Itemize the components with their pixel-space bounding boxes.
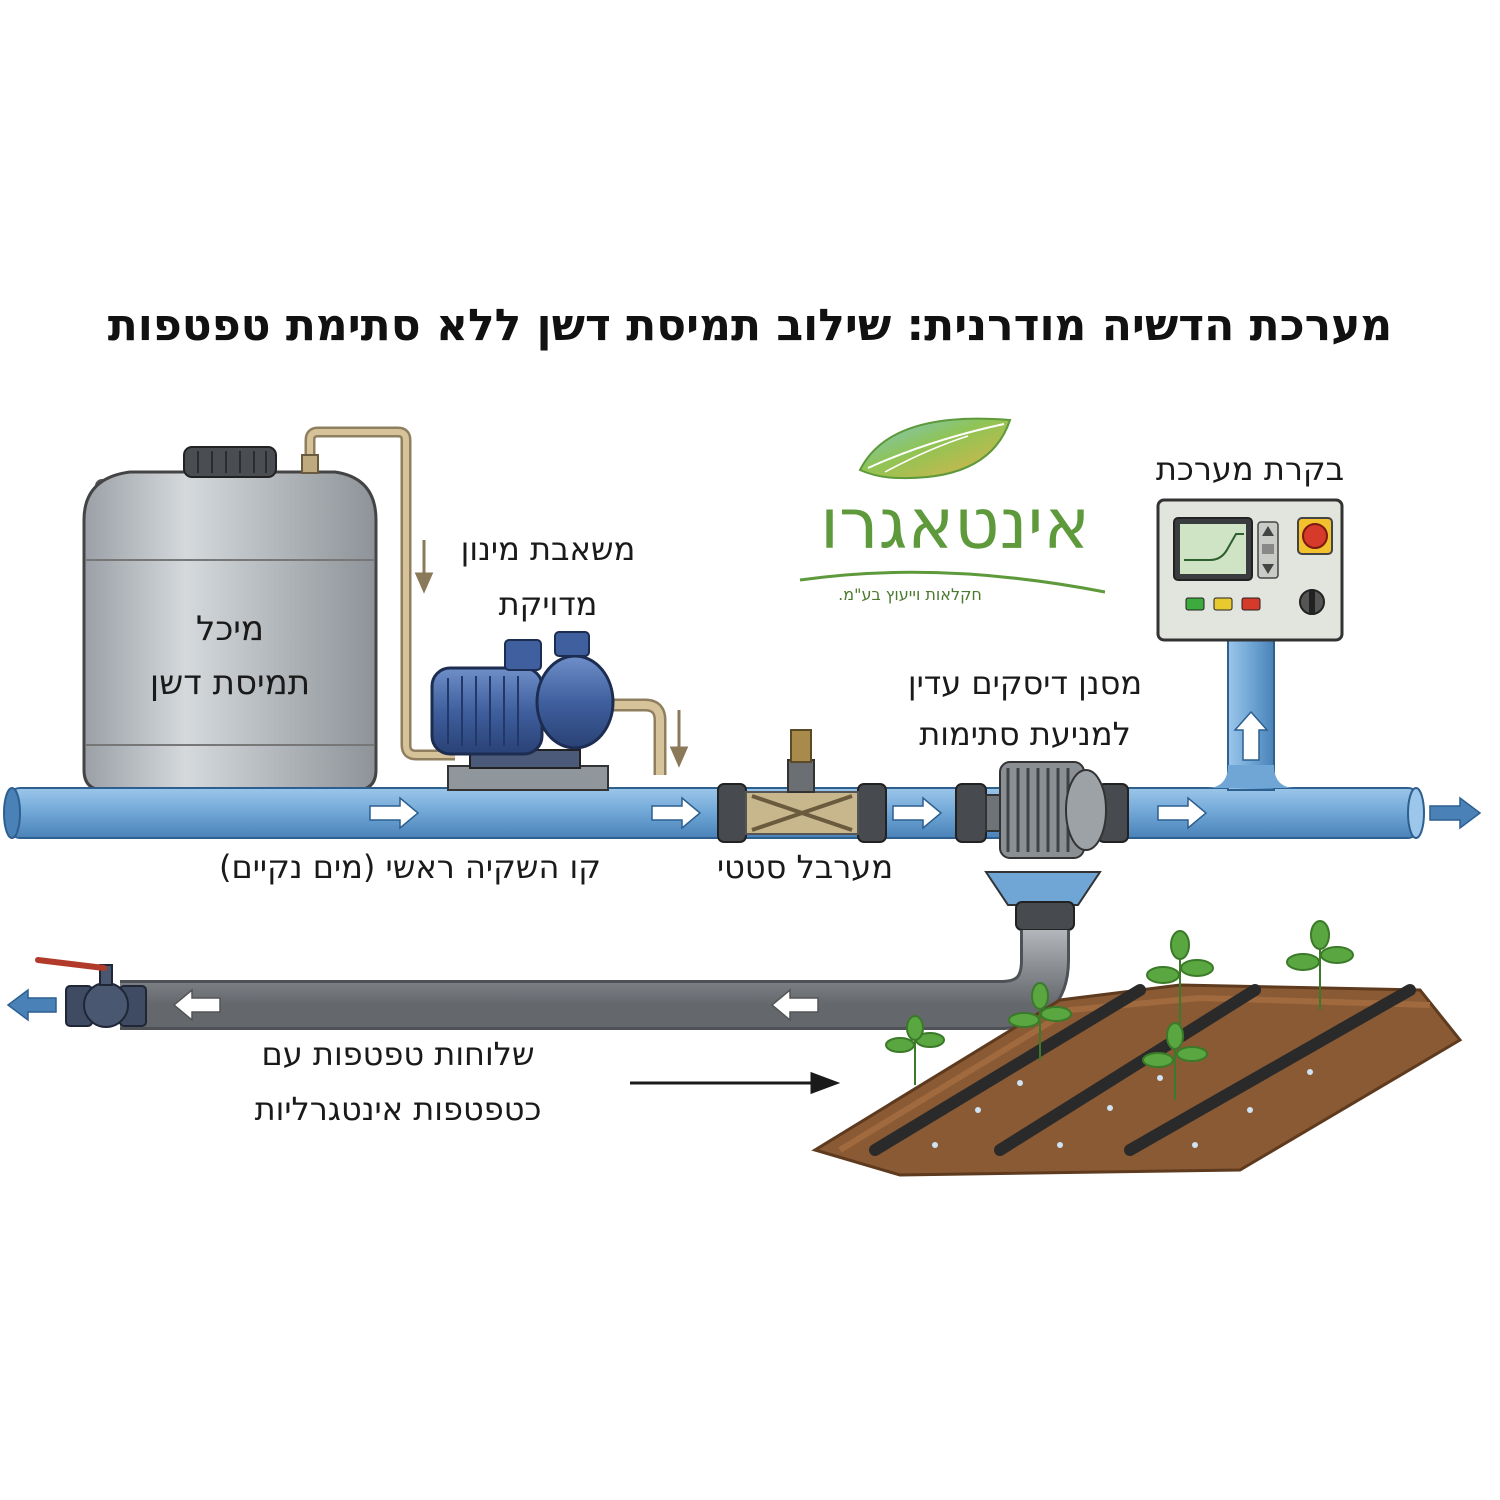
static-mixer xyxy=(717,729,887,843)
tank-label: מיכל xyxy=(196,609,264,649)
outlet-arrow-icon xyxy=(1429,796,1482,830)
pump-outlet-tube xyxy=(610,698,667,775)
ball-valve xyxy=(35,957,147,1028)
logo-tagline: חקלאות וייעוץ בע"מ. xyxy=(838,585,982,604)
main-line-label: קו השקיה ראשי (מים נקיים) xyxy=(219,848,601,886)
pump-label: מדויקת xyxy=(499,585,598,623)
mixer-label: מערבל סטטי xyxy=(717,848,893,886)
field-drip-laterals xyxy=(811,920,1463,1177)
laterals-label: כטפטפות אינטגרליות xyxy=(255,1090,542,1128)
pointer-arrow-icon xyxy=(630,1071,841,1095)
filter-label: למניעת סתימות xyxy=(919,715,1131,753)
pump-label: משאבת מינון xyxy=(461,530,636,568)
flow-arrow-icon xyxy=(369,796,1208,830)
laterals-label: שלוחות טפטפות עם xyxy=(261,1035,534,1073)
tank-label: תמיסת דשן xyxy=(150,663,310,703)
plant-icon xyxy=(885,920,1354,1100)
return-arrow-icon xyxy=(172,988,819,1022)
dosing-pump xyxy=(430,631,615,791)
control-panel xyxy=(1156,498,1344,791)
up-arrow-icon xyxy=(1233,710,1269,761)
intagro-logo: אינטאגרו חקלאות וייעוץ בע"מ. xyxy=(799,417,1106,604)
logo-name: אינטאגרו xyxy=(820,483,1090,565)
filter-label: מסנן דיסקים עדין xyxy=(908,664,1142,702)
down-arrow-icon xyxy=(414,540,689,768)
outlet-arrow-icon xyxy=(6,988,57,1022)
disc-filter xyxy=(955,761,1129,931)
diagram-title: מערכת הדשיה מודרנית: שילוב תמיסת דשן ללא… xyxy=(108,300,1393,351)
control-label: בקרת מערכת xyxy=(1156,450,1344,488)
